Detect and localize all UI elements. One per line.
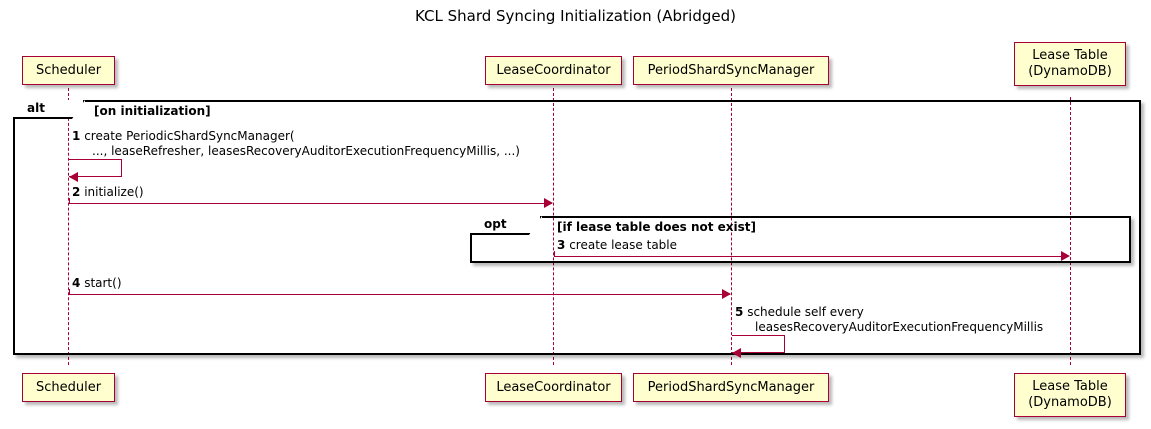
message-1-arrowhead	[69, 172, 78, 182]
message-1-text-line1: create PeriodicShardSyncManager(	[84, 129, 295, 143]
message-1-text-line2: ..., leaseRefresher, leasesRecoveryAudit…	[92, 144, 520, 158]
message-5-self-loop	[732, 335, 785, 353]
participant-label-line2: (DynamoDB)	[1028, 395, 1112, 410]
message-3-arrowhead	[1061, 251, 1070, 261]
message-1-label: 1 create PeriodicShardSyncManager( ..., …	[72, 129, 520, 159]
message-4-arrowhead	[722, 289, 731, 299]
fragment-opt-guard: [if lease table does not exist]	[557, 220, 757, 234]
page-title: KCL Shard Syncing Initialization (Abridg…	[415, 7, 736, 25]
message-5-text-line2: leasesRecoveryAuditorExecutionFrequencyM…	[755, 320, 1044, 334]
message-2-text: initialize()	[84, 185, 144, 199]
message-4-text: start()	[84, 276, 122, 290]
participant-lease-coordinator-bottom[interactable]: LeaseCoordinator	[485, 373, 622, 402]
message-2-number: 2	[72, 185, 81, 199]
message-4-line	[69, 294, 730, 295]
participant-lease-table-top[interactable]: Lease Table (DynamoDB)	[1014, 42, 1126, 86]
lifeline-lease-coordinator	[553, 88, 554, 365]
fragment-opt	[470, 216, 1131, 263]
lifeline-scheduler	[68, 88, 69, 365]
message-1-number: 1	[72, 129, 81, 143]
participant-lease-coordinator-top[interactable]: LeaseCoordinator	[485, 56, 622, 85]
participant-label: Scheduler	[35, 62, 102, 78]
participant-scheduler-bottom[interactable]: Scheduler	[22, 373, 115, 402]
message-3-number: 3	[557, 238, 566, 252]
message-5-number: 5	[735, 305, 744, 319]
participant-label-line1: Lease Table	[1032, 379, 1108, 394]
participant-scheduler-top[interactable]: Scheduler	[22, 56, 115, 85]
fragment-alt	[13, 100, 1141, 355]
message-2-arrowhead	[544, 198, 553, 208]
message-3-tail	[554, 251, 555, 256]
participant-label: Scheduler	[35, 379, 102, 395]
message-4-label: 4 start()	[72, 276, 122, 290]
participant-period-shard-sync-manager-bottom[interactable]: PeriodShardSyncManager	[633, 373, 829, 402]
participant-label: PeriodShardSyncManager	[647, 379, 815, 395]
message-4-tail	[69, 289, 70, 294]
fragment-opt-type-label: opt	[470, 216, 542, 235]
participant-label: PeriodShardSyncManager	[647, 62, 815, 78]
participant-period-shard-sync-manager-top[interactable]: PeriodShardSyncManager	[633, 56, 829, 85]
message-3-label: 3 create lease table	[557, 238, 677, 252]
participant-label: LeaseCoordinator	[496, 379, 611, 395]
message-2-label: 2 initialize()	[72, 185, 144, 199]
participant-label-line2: (DynamoDB)	[1028, 64, 1112, 79]
message-5-arrowhead	[732, 348, 741, 358]
message-2-tail	[69, 198, 70, 203]
participant-label: LeaseCoordinator	[496, 62, 611, 78]
message-1-self-loop	[69, 159, 122, 177]
message-5-text-line1: schedule self every	[747, 305, 864, 319]
message-4-number: 4	[72, 276, 81, 290]
participant-lease-table-bottom[interactable]: Lease Table (DynamoDB)	[1014, 373, 1126, 417]
message-2-line	[69, 203, 552, 204]
participant-label-line1: Lease Table	[1032, 48, 1108, 63]
fragment-alt-guard: [on initialization]	[94, 104, 211, 118]
message-5-label: 5 schedule self every leasesRecoveryAudi…	[735, 305, 1043, 335]
fragment-alt-type-label: alt	[13, 100, 85, 119]
lifeline-period-shard-sync-manager	[731, 88, 732, 365]
message-3-text: create lease table	[569, 238, 678, 252]
lifeline-lease-table	[1070, 97, 1071, 365]
message-3-line	[554, 256, 1062, 257]
